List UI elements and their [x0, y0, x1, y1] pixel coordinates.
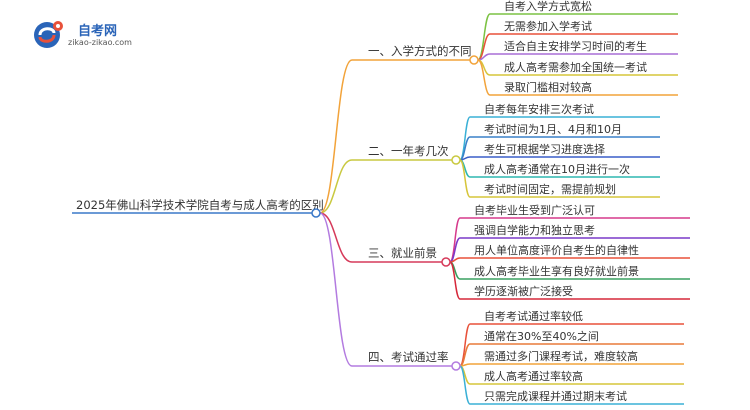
leaf-label: 学历逐渐被广泛接受: [474, 284, 573, 298]
mindmap-nodes: 2025年佛山科学技术学院自考与成人高考的区别 一、入学方式的不同 自考入学方式宽松…: [76, 0, 647, 403]
leaf-label: 通常在30%至40%之间: [484, 329, 599, 343]
branch-label: 三、就业前景: [368, 246, 437, 260]
logo-mark-icon: [34, 21, 63, 48]
leaf-label: 成人高考通过率较高: [484, 369, 583, 383]
leaf-label: 成人高考需参加全国统一考试: [504, 60, 647, 74]
leaf-label: 自考每年安排三次考试: [484, 102, 594, 116]
leaf-link: [449, 261, 461, 300]
leaf-label: 适合自主安排学习时间的考生: [504, 39, 647, 53]
leaf-link: [477, 13, 491, 61]
branch-label: 一、入学方式的不同: [368, 44, 472, 58]
leaf-label: 考生可根据学习进度选择: [484, 142, 605, 156]
leaf-label: 用人单位高度评价自考生的自律性: [474, 243, 639, 257]
leaf-label: 需通过多门课程考试，难度较高: [484, 349, 638, 363]
branch-node[interactable]: [441, 257, 451, 267]
branch-node[interactable]: [469, 55, 479, 65]
leaf-label: 考试时间为1月、4月和10月: [484, 123, 622, 136]
branch-label: 四、考试通过率: [368, 350, 449, 364]
leaf-label: 录取门槛相对较高: [504, 80, 592, 94]
leaf-link: [459, 365, 471, 405]
logo-title: 自考网: [78, 24, 118, 39]
leaf-label: 成人高考毕业生享有良好就业前景: [474, 264, 639, 278]
mindmap-links: [72, 13, 690, 405]
root-label: 2025年佛山科学技术学院自考与成人高考的区别: [76, 198, 324, 212]
leaf-label: 强调自学能力和独立思考: [474, 223, 595, 237]
leaf-link: [477, 59, 491, 96]
leaf-label: 只需完成课程并通过期末考试: [484, 389, 627, 403]
branch-node[interactable]: [451, 361, 461, 371]
logo-url: zikao-zikao.com: [68, 38, 132, 47]
leaf-label: 自考考试通过率较低: [484, 309, 583, 323]
branch-label: 二、一年考几次: [368, 144, 449, 158]
leaf-link: [459, 159, 471, 198]
root-node[interactable]: [311, 208, 321, 218]
leaf-label: 自考毕业生受到广泛认可: [474, 203, 595, 217]
leaf-label: 考试时间固定，需提前规划: [484, 182, 616, 196]
logo: 自考网 zikao-zikao.com: [30, 18, 140, 52]
branch-link: [319, 212, 353, 367]
branch-link: [319, 212, 353, 263]
branch-link: [319, 59, 353, 214]
leaf-label: 自考入学方式宽松: [504, 0, 592, 13]
leaf-label: 无需参加入学考试: [504, 19, 592, 33]
leaf-label: 成人高考通常在10月进行一次: [484, 162, 630, 176]
branch-link: [319, 159, 353, 214]
branch-node[interactable]: [451, 155, 461, 165]
